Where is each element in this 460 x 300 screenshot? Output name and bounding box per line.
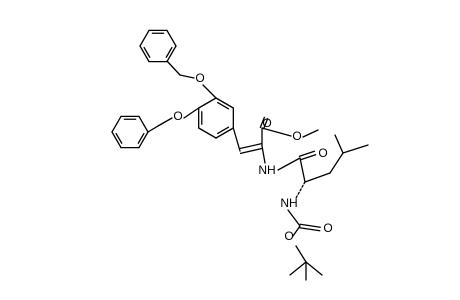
bond-o-methyl bbox=[302, 129, 319, 138]
bond-benzyl-ring-left bbox=[111, 131, 122, 149]
bond-boc-c-o-single bbox=[292, 225, 301, 237]
atom-label-o-amide-carbonyl: O bbox=[318, 146, 327, 160]
atom-label-nh-carbamate: NH bbox=[280, 196, 297, 210]
bond-vinyl-double bbox=[239, 147, 264, 154]
bond-catechol-ring bbox=[215, 127, 234, 139]
bond-vinyl-double bbox=[238, 143, 263, 150]
bond-amide-c-o bbox=[298, 150, 316, 157]
bond-catechol-ring bbox=[217, 101, 230, 110]
bond-ester-c-o bbox=[263, 118, 269, 130]
bond-leu-ch2 bbox=[304, 172, 331, 183]
atom-label-o-boc-ester: O bbox=[284, 229, 293, 243]
bond-o-ch2-top bbox=[179, 74, 195, 79]
bond-benzyl-ring-left bbox=[111, 115, 122, 133]
atom-label-o-ester-carbonyl: O bbox=[262, 116, 271, 130]
bond-alpha-nh bbox=[261, 145, 266, 164]
bond-catechol-ring bbox=[198, 97, 217, 109]
bond-benzyl-ring-top bbox=[139, 29, 150, 47]
bond-benzyl-ring-top bbox=[139, 45, 150, 63]
bond-leu-me2 bbox=[334, 134, 344, 154]
bond-catechol-ring bbox=[217, 126, 230, 135]
bond-o-tbu bbox=[295, 245, 307, 263]
bond-ring-o-upper bbox=[202, 84, 217, 99]
bond-benzyl-ring-left bbox=[138, 115, 149, 133]
bond-nh-amide bbox=[277, 157, 301, 171]
atom-label-o-boc-carbonyl: O bbox=[323, 221, 332, 235]
bond-benzyl-ring-left bbox=[138, 131, 149, 149]
bond-tbu-me2 bbox=[305, 261, 323, 276]
bond-boc-c-o bbox=[299, 223, 321, 228]
bond-leu-me1 bbox=[342, 144, 369, 154]
bond-catechol-ring bbox=[198, 127, 217, 139]
bond-ester-c-o bbox=[259, 116, 265, 128]
bond-benzyl-ch2-left bbox=[147, 125, 159, 133]
bond-benzyl-ring-top bbox=[165, 46, 173, 58]
bond-amide-calpha bbox=[299, 157, 306, 183]
bond-boc-c-o bbox=[299, 227, 321, 232]
bond-benzyl-ring-left bbox=[137, 132, 145, 144]
bond-catechol-ring bbox=[215, 97, 234, 109]
bond-benzyl-ring-top bbox=[166, 29, 177, 47]
bond-tbu-me1 bbox=[289, 261, 307, 276]
bond-amide-c-o bbox=[299, 154, 317, 161]
bond-ring-o-lower bbox=[183, 107, 200, 119]
bond-nh-boc bbox=[287, 209, 301, 227]
atom-label-o-ester-methoxy: O bbox=[292, 129, 301, 143]
atom-label-o-upper-ether: O bbox=[195, 71, 204, 85]
bond-layer bbox=[111, 29, 369, 281]
atom-label-nh-enamide: NH bbox=[258, 163, 275, 177]
bond-benzyl-ch2-top bbox=[166, 60, 181, 76]
bond-benzyl-ring-top bbox=[166, 45, 177, 63]
bond-ring-vinyl bbox=[232, 127, 241, 152]
bond-o-ch2-left bbox=[157, 117, 173, 127]
bond-calpha-nh-wedge bbox=[295, 181, 306, 199]
bond-benzyl-ring-left bbox=[115, 132, 123, 144]
atom-label-o-lower-ether: O bbox=[173, 109, 182, 123]
bond-ester-c-o-single bbox=[261, 127, 292, 137]
bond-leu-ch bbox=[329, 152, 344, 174]
bond-benzyl-ring-top bbox=[143, 46, 151, 58]
